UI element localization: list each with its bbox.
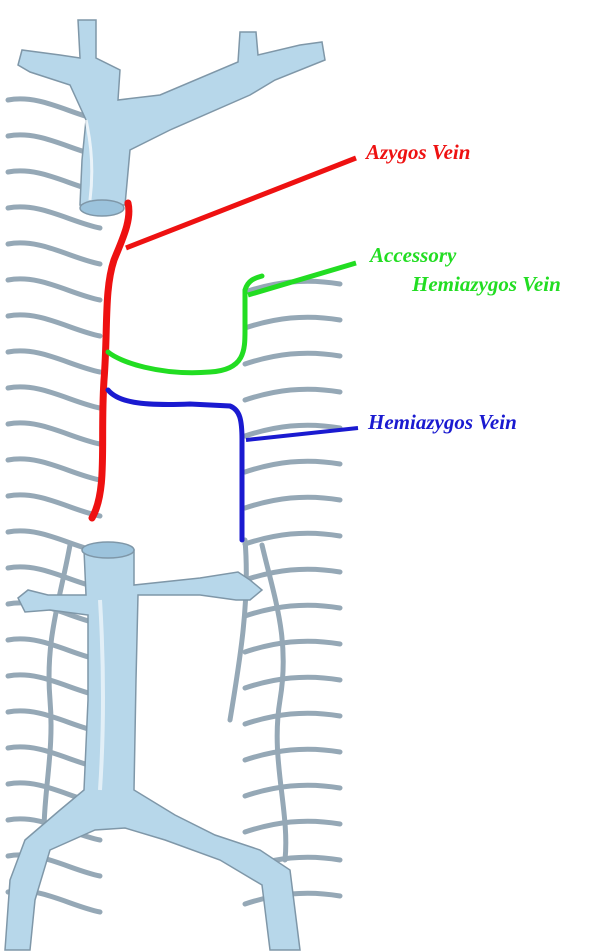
intercostal-vein-right xyxy=(242,602,343,619)
ascending-lumbar-network xyxy=(41,537,289,863)
intercostal-vein-right xyxy=(242,314,343,331)
intercostal-vein-left xyxy=(5,312,103,339)
intercostal-vein-left xyxy=(5,852,103,879)
accessory-hemiazygos-label-line1: Accessory xyxy=(370,243,457,267)
intercostal-vein-right xyxy=(242,746,343,763)
accessory-hemiazygos-label-line2: Hemiazygos Vein xyxy=(412,272,561,296)
intercostal-vein-right xyxy=(242,638,343,655)
intercostal-vein-right xyxy=(242,350,343,367)
intercostal-vein-left xyxy=(5,672,103,699)
accessory-hemiazygos-leader-line xyxy=(247,260,357,298)
azygos-leader-line xyxy=(125,155,357,251)
intercostal-vein-right xyxy=(242,710,343,727)
intercostal-vein-left xyxy=(5,384,103,411)
intercostal-vein-right xyxy=(242,494,343,511)
hemiazygos-leader-line xyxy=(245,426,359,442)
azygos-vein-trace xyxy=(88,199,133,522)
intercostal-vein-right xyxy=(242,386,343,403)
intercostal-vein-left xyxy=(5,456,103,483)
azygos-vein-label: Azygos Vein xyxy=(366,140,471,164)
intercostal-vein-right xyxy=(242,674,343,691)
superior-vena-cava xyxy=(17,19,326,217)
intercostal-vein-right xyxy=(242,422,343,439)
intercostal-vein-left xyxy=(5,492,103,519)
intercostal-vein-left xyxy=(5,204,103,231)
intercostal-vein-right xyxy=(242,458,343,475)
intercostal-vein-right xyxy=(242,566,343,583)
intercostal-vein-right xyxy=(242,818,343,835)
intercostal-vein-left xyxy=(5,420,103,447)
inferior-vena-cava xyxy=(4,541,301,951)
intercostal-vein-left xyxy=(5,348,103,375)
hemiazygos-trace xyxy=(105,387,245,543)
intercostal-vein-right xyxy=(242,530,343,547)
intercostal-vein-left xyxy=(5,240,103,267)
intercostal-vein-left xyxy=(5,636,103,663)
intercostal-vein-left xyxy=(5,276,103,303)
intercostal-veins-right xyxy=(242,278,343,907)
hemiazygos-vein-label: Hemiazygos Vein xyxy=(368,410,517,434)
intercostal-vein-right xyxy=(242,782,343,799)
accessory-hemiazygos-trace xyxy=(105,273,265,376)
